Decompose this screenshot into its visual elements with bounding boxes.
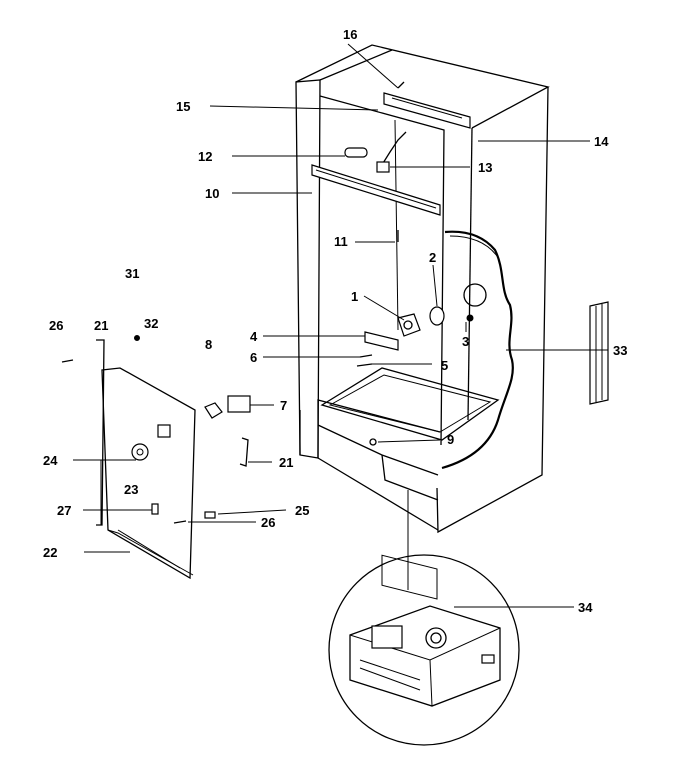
part-label: 27: [57, 503, 71, 518]
part-label: 11: [334, 234, 348, 249]
part-label: 5: [441, 358, 448, 373]
part-label: 1: [351, 289, 358, 304]
part-label: 32: [144, 316, 158, 331]
back-panel-assembly: [61, 335, 251, 580]
part-label: 13: [478, 160, 492, 175]
part-labels: 1 2 3 4 5 6 7 8 9 10 11 12 13 14 15 16 2…: [43, 27, 627, 615]
part-label: 12: [198, 149, 212, 164]
leader-lines: [73, 43, 608, 608]
part-label: 10: [205, 186, 219, 201]
cabinet-shell: [295, 44, 550, 600]
part-label: 34: [578, 600, 593, 615]
part-label: 4: [250, 329, 258, 344]
part-label: 22: [43, 545, 57, 560]
part-label: 26: [49, 318, 63, 333]
part-label: 25: [295, 503, 309, 518]
door-strip-part: [589, 301, 609, 405]
control-box-inset: [328, 490, 520, 746]
part-label: 8: [205, 337, 212, 352]
part-label: 7: [280, 398, 287, 413]
part-label: 16: [343, 27, 357, 42]
part-label: 2: [429, 250, 436, 265]
part-label: 33: [613, 343, 627, 358]
part-label: 9: [447, 432, 454, 447]
part-label: 6: [250, 350, 257, 365]
part-label: 15: [176, 99, 190, 114]
part-label: 23: [124, 482, 138, 497]
part-label: 24: [43, 453, 58, 468]
part-label: 21: [279, 455, 293, 470]
part-label: 26: [261, 515, 275, 530]
part-label: 21: [94, 318, 108, 333]
part-label: 14: [594, 134, 609, 149]
part-label: 31: [125, 266, 139, 281]
part-label: 3: [462, 334, 469, 349]
